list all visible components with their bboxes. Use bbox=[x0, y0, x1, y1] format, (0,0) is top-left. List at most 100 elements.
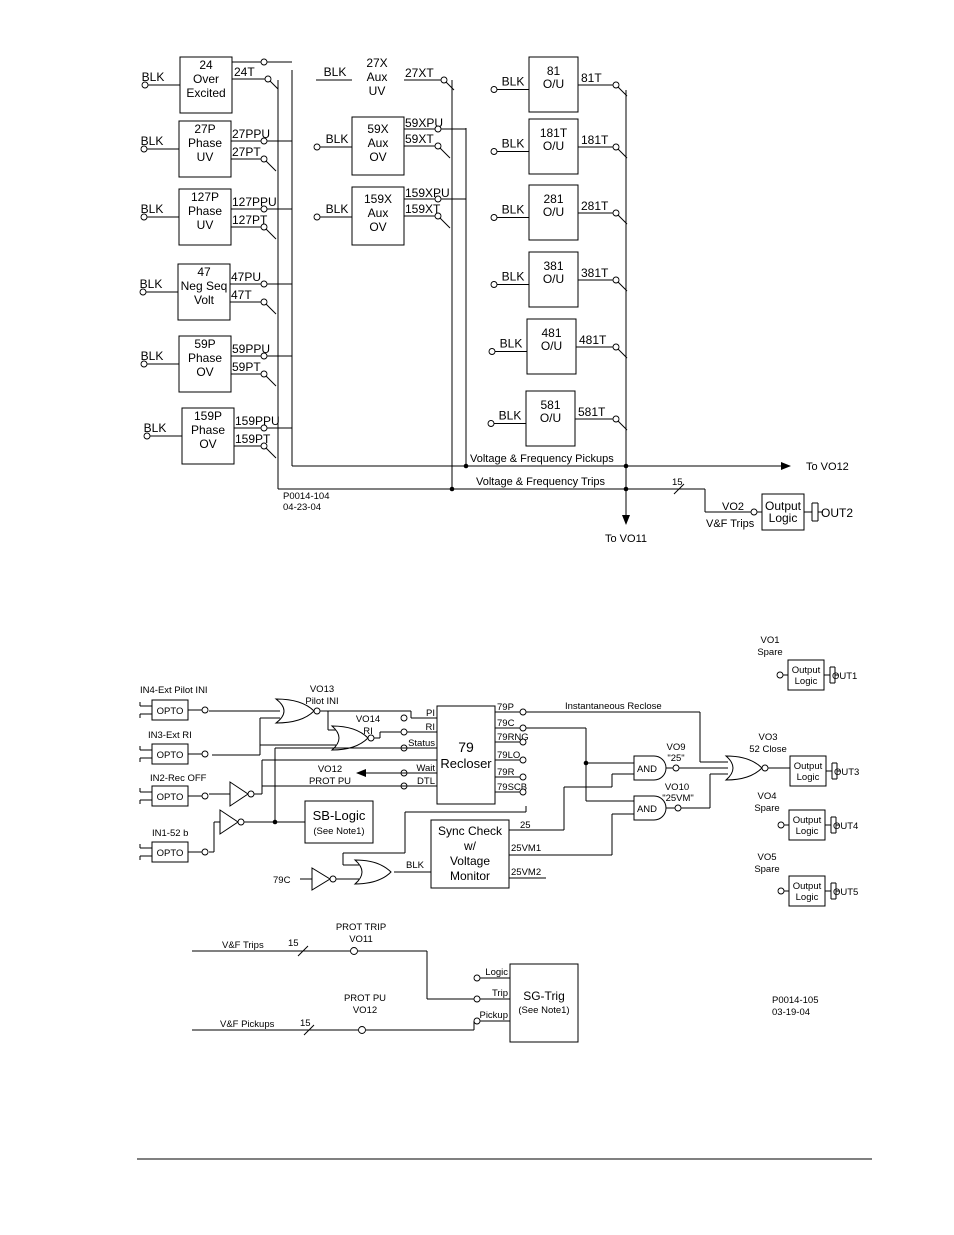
contact-circle bbox=[201, 848, 209, 856]
element-text: Aux bbox=[367, 70, 388, 84]
blk-label: BLK bbox=[140, 277, 163, 291]
element-text: UV bbox=[197, 150, 214, 164]
sb-logic-note: (See Note1) bbox=[313, 826, 364, 837]
blk-label: BLK bbox=[500, 337, 523, 351]
contact-circle bbox=[313, 213, 321, 221]
contact-circle bbox=[612, 81, 620, 89]
freq-box-1 bbox=[528, 118, 579, 175]
output-label: 27XT bbox=[405, 66, 434, 80]
sync-text: Monitor bbox=[450, 869, 490, 883]
vo12-contact bbox=[358, 1026, 366, 1034]
vo3-contact bbox=[761, 764, 769, 772]
element-text: 381 bbox=[543, 259, 563, 273]
recloser-input-label: RI bbox=[426, 722, 436, 733]
contact-circle bbox=[777, 887, 785, 895]
output-logic-box-2 bbox=[761, 493, 805, 531]
bus-slash bbox=[297, 945, 309, 957]
output-label: 159XT bbox=[405, 202, 441, 216]
contact-circle bbox=[434, 142, 442, 150]
prot-trip-label: PROT TRIP bbox=[336, 922, 386, 933]
element-text: OV bbox=[199, 437, 216, 451]
blk-label: BLK bbox=[141, 349, 164, 363]
output-logic-text: Output bbox=[792, 665, 821, 676]
opto-text: OPTO bbox=[157, 848, 184, 859]
element-box-5 bbox=[181, 407, 235, 465]
contact-circle bbox=[519, 773, 527, 781]
output-label: 47T bbox=[231, 288, 252, 302]
vo12-label: VO12 bbox=[318, 764, 342, 775]
output-logic-text: Logic bbox=[795, 676, 818, 687]
to-vo11-label: To VO11 bbox=[605, 533, 647, 545]
output-logic-text: Output bbox=[794, 761, 823, 772]
sync-blk-label: BLK bbox=[406, 860, 425, 871]
contact-circle bbox=[612, 209, 620, 217]
sg-input-label: Trip bbox=[492, 988, 508, 999]
element-text: O/U bbox=[540, 411, 561, 425]
vo1-label: VO1 bbox=[760, 635, 779, 646]
contact-circle bbox=[400, 728, 408, 736]
contact-circle bbox=[260, 424, 268, 432]
inverter-bubble bbox=[237, 818, 245, 826]
switch-blade bbox=[269, 80, 279, 90]
recloser-output-label: 79SCB bbox=[497, 782, 527, 793]
opto-text: OPTO bbox=[157, 792, 184, 803]
element-text: Excited bbox=[186, 86, 225, 100]
element-text: Neg Seq bbox=[181, 279, 228, 293]
contact-circle bbox=[473, 995, 481, 1003]
contact-circle bbox=[434, 125, 442, 133]
output-logic-text: Logic bbox=[796, 892, 819, 903]
vo5-label: VO5 bbox=[757, 852, 776, 863]
contact-circle bbox=[201, 750, 209, 758]
contact-circle bbox=[488, 348, 496, 355]
contact-circle bbox=[612, 343, 620, 351]
contact-circle bbox=[260, 280, 268, 288]
recloser-input-label: PI bbox=[426, 708, 435, 719]
blk-label: BLK bbox=[499, 409, 522, 423]
element-box-0 bbox=[179, 56, 233, 114]
element-text: 159X bbox=[364, 192, 392, 206]
output-label: 127PPU bbox=[232, 195, 277, 209]
element-text: 81 bbox=[547, 64, 561, 78]
blk-label: BLK bbox=[502, 137, 525, 151]
element-text: OV bbox=[369, 150, 386, 164]
output-label: 81T bbox=[581, 71, 602, 85]
contact-circle bbox=[141, 81, 149, 89]
vo5-sub: Spare bbox=[754, 864, 779, 875]
vo9-contact bbox=[672, 764, 680, 772]
bus-slash bbox=[303, 1024, 315, 1036]
bus-count: 15 bbox=[300, 1018, 311, 1029]
blk-label: BLK bbox=[144, 421, 167, 435]
output-logic-text: Logic bbox=[797, 772, 820, 783]
sb-logic-text: SB-Logic bbox=[313, 808, 366, 823]
in4-label: IN4-Ext Pilot INI bbox=[140, 685, 208, 696]
inverter-bubble bbox=[247, 790, 255, 798]
switch-blade bbox=[265, 228, 277, 240]
prot-pu-label: PROT PU bbox=[344, 993, 386, 1004]
freq-box-4 bbox=[526, 318, 577, 375]
output-label: 59XPU bbox=[405, 116, 443, 130]
recloser-output-label: 79LO bbox=[497, 750, 520, 761]
sync-out-25vm2: 25VM2 bbox=[511, 867, 541, 878]
contact-circle bbox=[473, 974, 481, 982]
output-label: 24T bbox=[234, 65, 255, 79]
and-label: AND bbox=[637, 804, 657, 815]
element-text: 27P bbox=[194, 122, 215, 136]
sync-check-box bbox=[430, 819, 510, 889]
output-label: 581T bbox=[578, 405, 606, 419]
in2-label: IN2-Rec OFF bbox=[150, 773, 207, 784]
sync-text: Sync Check bbox=[438, 824, 503, 838]
contact-circle bbox=[260, 370, 268, 378]
output-logic-text: Output bbox=[765, 499, 802, 513]
contact-circle bbox=[201, 792, 209, 800]
contact-circle bbox=[400, 714, 408, 722]
vo1-sub: Spare bbox=[757, 647, 782, 658]
element-text: 281 bbox=[543, 192, 563, 206]
sg-input-label: Logic bbox=[485, 967, 508, 978]
blk-label: BLK bbox=[502, 75, 525, 89]
element-text: 24 bbox=[199, 58, 213, 72]
trips-label: Voltage & Frequency Trips bbox=[476, 476, 606, 488]
